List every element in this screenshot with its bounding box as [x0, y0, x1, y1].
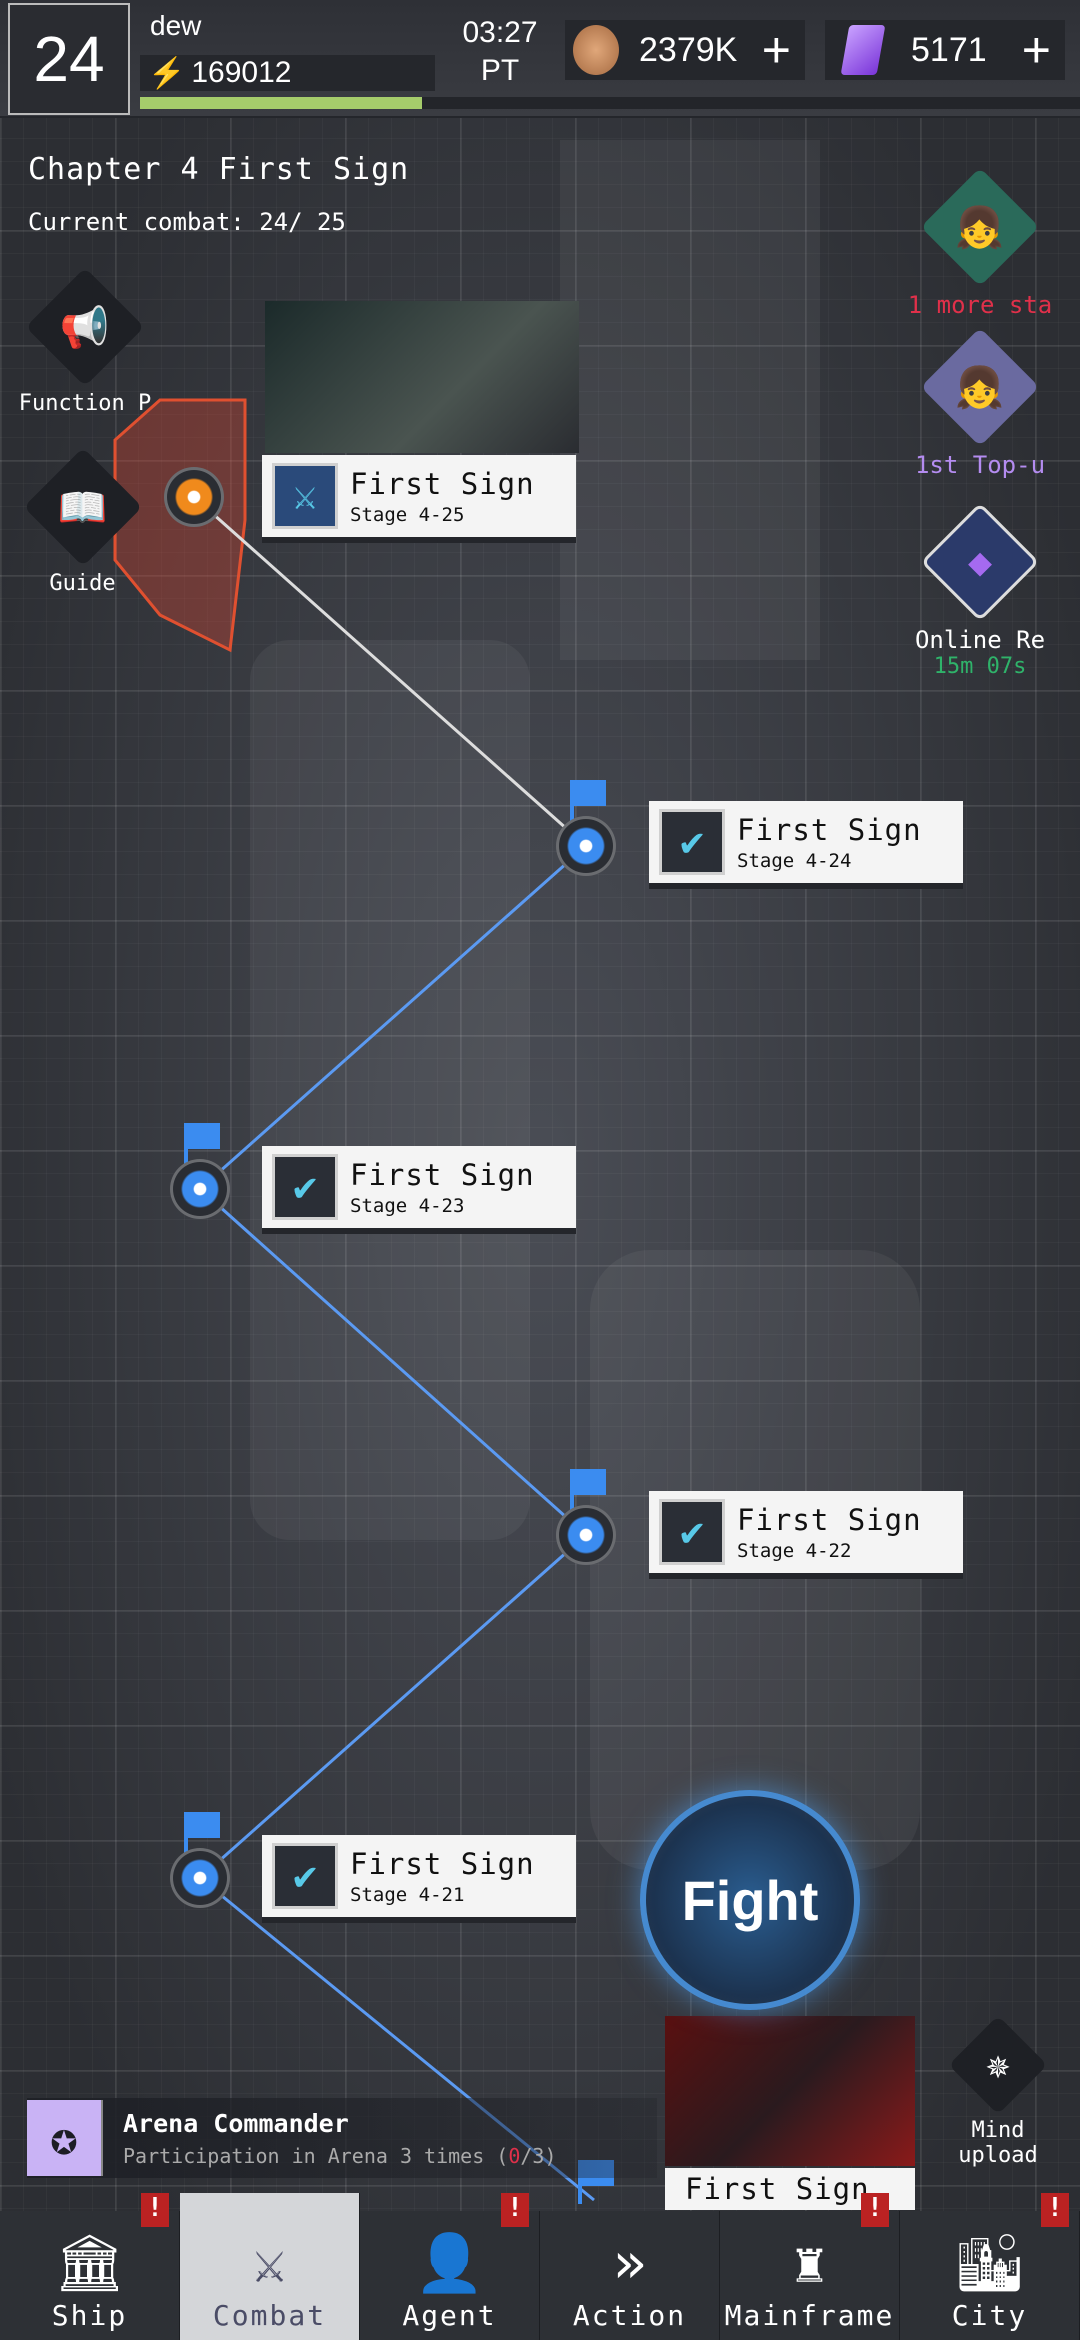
agent-card-icon: 👤	[414, 2231, 485, 2296]
city-icon: 🏙	[953, 2231, 1026, 2296]
check-swords-icon: ✔	[272, 1843, 338, 1909]
nav-agent[interactable]: !👤Agent	[360, 2193, 540, 2340]
book-icon: 📖	[57, 484, 108, 531]
add-coins-button[interactable]: +	[761, 22, 791, 78]
online-reward-timer: 15m 07s	[933, 654, 1027, 679]
alert-badge: !	[861, 2193, 889, 2227]
nav-ship[interactable]: !🏛Ship	[0, 2193, 180, 2340]
boss-portrait	[265, 301, 579, 453]
stage-node[interactable]	[170, 1848, 230, 1908]
stage-card[interactable]: First Sign	[665, 2168, 915, 2210]
nav-action[interactable]: »Action	[540, 2211, 720, 2340]
snowflake-icon: ✵	[985, 2042, 1011, 2088]
stage-node-current[interactable]	[164, 467, 224, 527]
guide-button[interactable]: 📖Guide	[0, 447, 165, 596]
alert-badge: !	[141, 2193, 169, 2227]
path-line	[193, 495, 587, 848]
bottom-nav: !🏛Ship ⚔Combat !👤Agent »Action !♜Mainfra…	[0, 2193, 1080, 2340]
combat-progress: Current combat: 24/ 25	[28, 208, 346, 236]
player-name: dew	[150, 10, 202, 41]
function-preview-button[interactable]: 📢Function P	[0, 267, 170, 416]
coin-icon	[573, 25, 619, 75]
action-icon: »	[612, 2231, 647, 2296]
lightning-icon: ⚡	[148, 56, 186, 90]
star-target-icon: ✪	[27, 2100, 103, 2176]
cleared-flag-icon	[570, 780, 606, 824]
add-gems-button[interactable]: +	[1021, 22, 1051, 78]
fight-button[interactable]: Fight	[640, 1790, 860, 2010]
path-line	[197, 844, 595, 2202]
megaphone-icon: 📢	[60, 304, 110, 351]
player-level[interactable]: 24	[8, 3, 130, 115]
cleared-flag-icon	[184, 1123, 220, 1167]
boss-portrait	[665, 2016, 915, 2166]
check-swords-icon: ✔	[659, 809, 725, 875]
chapter-title: Chapter 4 First Sign	[28, 152, 410, 187]
map-building	[560, 140, 820, 660]
coin-currency: 2379K+	[565, 20, 805, 80]
power-value: 169012	[191, 56, 292, 89]
cleared-flag-icon	[570, 1469, 606, 1513]
cleared-flag-icon	[184, 1812, 220, 1856]
check-swords-icon: ✔	[659, 1499, 725, 1565]
power-display: ⚡169012	[140, 55, 435, 91]
event-more-stamina[interactable]: 👧1 more sta	[895, 167, 1065, 319]
nav-city[interactable]: !🏙City	[900, 2193, 1080, 2340]
mind-upload-button[interactable]: ✵Mind upload	[928, 2015, 1068, 2168]
stage-node[interactable]	[170, 1159, 230, 1219]
alert-badge: !	[1041, 2193, 1069, 2227]
gem-currency: 5171+	[825, 20, 1065, 80]
crossed-swords-icon: ⚔	[252, 2231, 287, 2296]
alert-badge: !	[501, 2193, 529, 2227]
ship-icon: 🏛	[53, 2231, 126, 2296]
gem-icon	[840, 25, 886, 75]
crossed-swords-icon: ⚔	[272, 463, 338, 529]
map-building	[250, 640, 530, 1540]
stage-node[interactable]	[556, 816, 616, 876]
nav-combat[interactable]: ⚔Combat	[180, 2193, 360, 2340]
check-swords-icon: ✔	[272, 1154, 338, 1220]
xp-bar	[140, 97, 1080, 109]
stage-node[interactable]	[556, 1505, 616, 1565]
quest-desc: Participation in Arena 3 times (0/3)	[123, 2143, 557, 2168]
current-zone	[113, 398, 247, 653]
event-first-topup[interactable]: 👧1st Top-u	[895, 327, 1065, 479]
nav-mainframe[interactable]: !♜Mainframe	[720, 2193, 900, 2340]
quest-title: Arena Commander	[123, 2108, 349, 2138]
mainframe-icon: ♜	[792, 2231, 827, 2296]
